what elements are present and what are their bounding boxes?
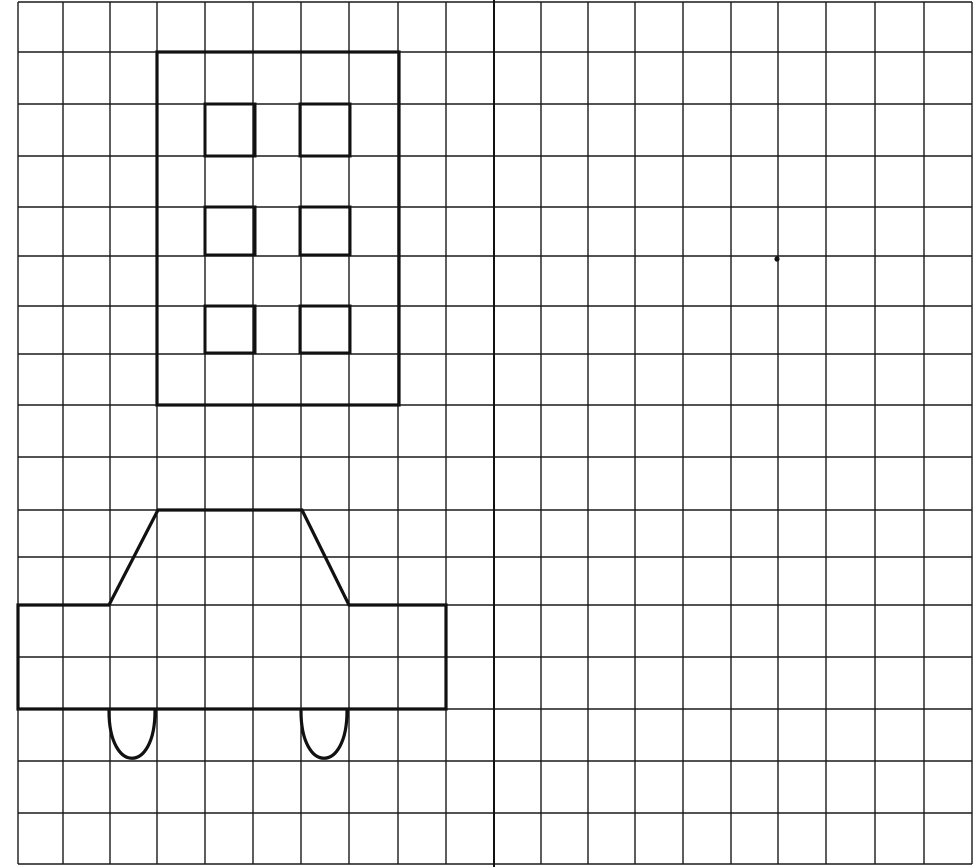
window-6 xyxy=(300,306,350,353)
window-1 xyxy=(205,104,255,156)
window-5 xyxy=(205,306,255,353)
building-figure xyxy=(157,52,399,405)
window-4 xyxy=(300,207,350,255)
car-wheel-left xyxy=(109,711,155,758)
reference-dot xyxy=(774,256,779,261)
car-wheel-right xyxy=(301,711,347,758)
window-3 xyxy=(205,207,255,255)
car-body xyxy=(18,510,446,709)
building-outline xyxy=(157,52,399,405)
window-2 xyxy=(300,104,350,156)
car-figure xyxy=(18,510,446,758)
